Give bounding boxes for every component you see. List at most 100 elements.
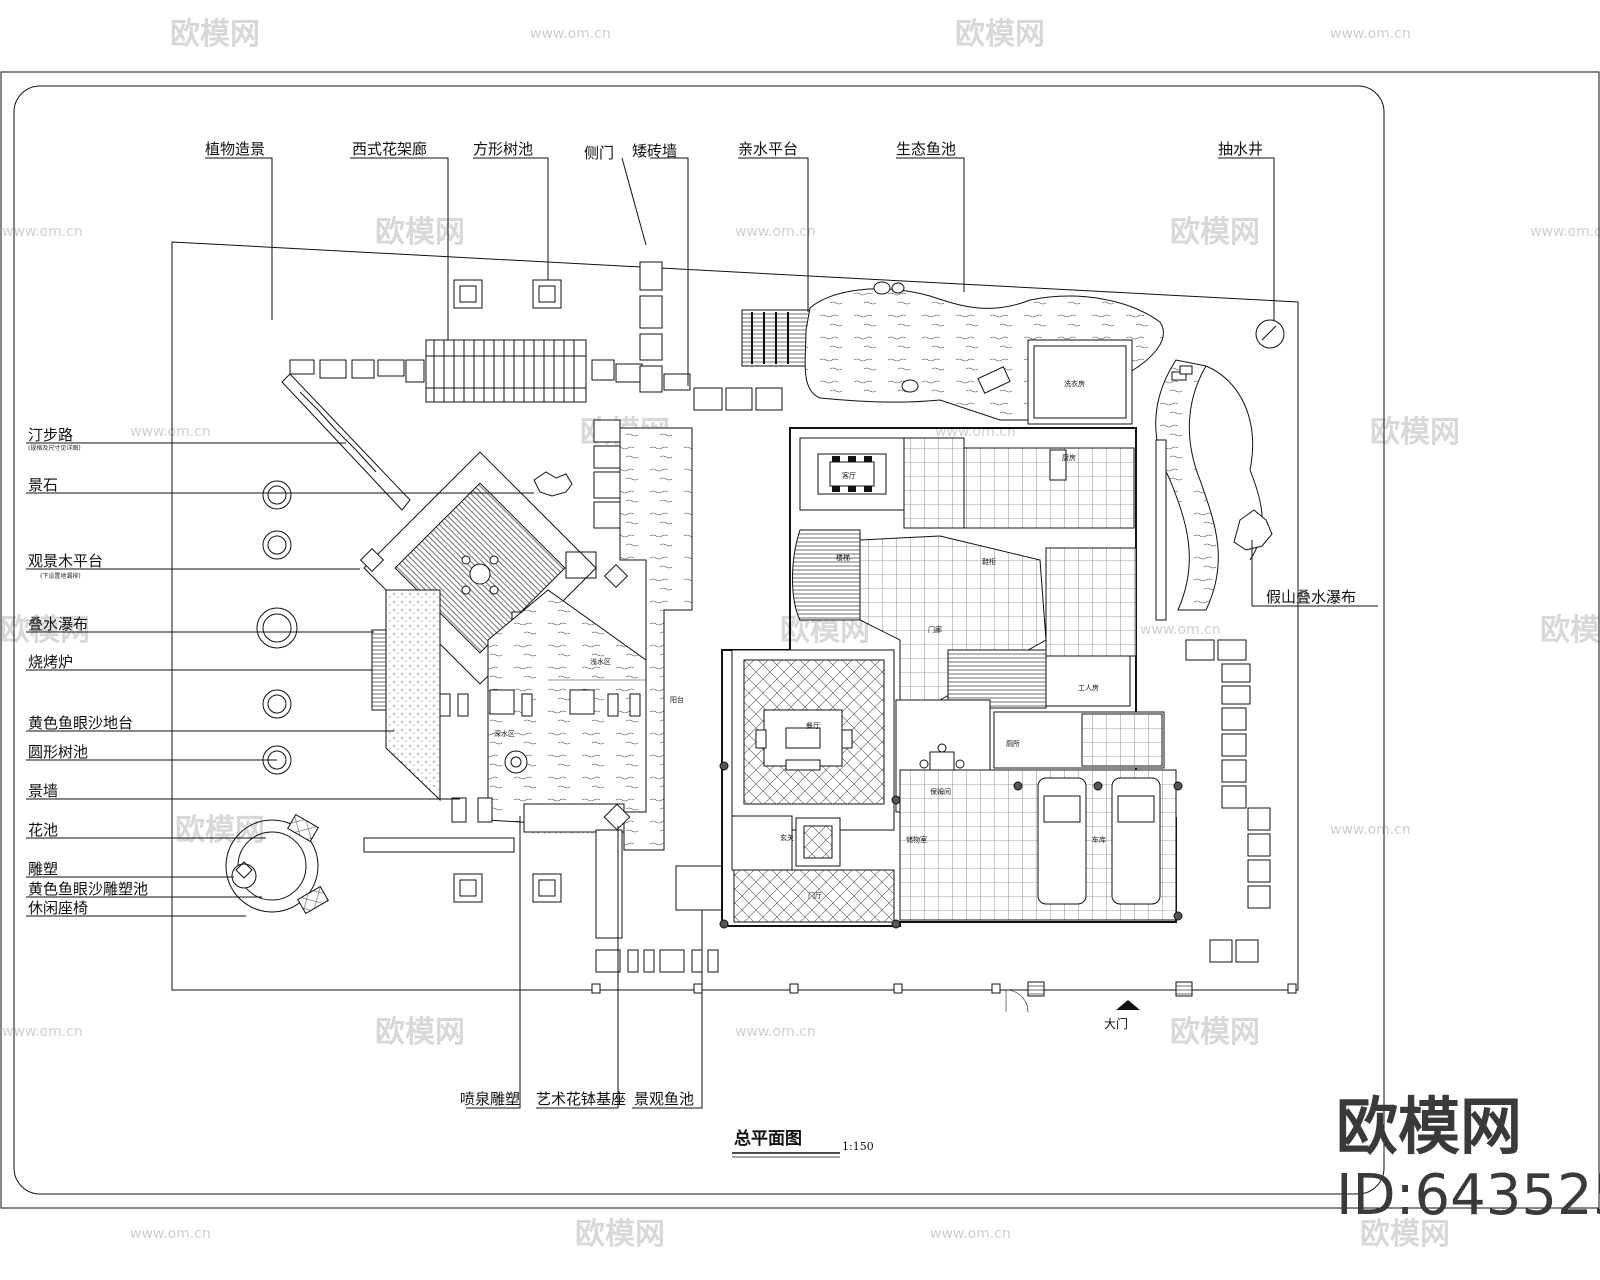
watermark-brand: 欧模网 [375, 215, 465, 250]
watermark-url: www.om.cn [1140, 622, 1221, 638]
feature-wall [363, 797, 625, 853]
room-labels: 客厅 厨房 餐厅 门厅 车库 洗衣房 工人房 厕所 门廊 鞋柜 楼梯 保姆间 浅… [494, 379, 1106, 900]
gate-arrow-icon [1116, 1000, 1140, 1010]
label-planter: 花池 [28, 821, 58, 839]
watermark-brand: 欧模网 [175, 813, 265, 848]
label-flower-urn-base: 艺术花钵基座 [536, 1090, 626, 1108]
label-bbq: 烧烤炉 [28, 653, 73, 671]
room-label: 玄关 [780, 833, 794, 842]
room-label: 餐厅 [806, 721, 820, 730]
watermark-layer: 欧模网 www.om.cn 欧模网 www.om.cn www.om.cn 欧模… [0, 17, 1600, 1252]
plan-title: 总平面图 [734, 1128, 802, 1149]
watermark-url: www.om.cn [130, 424, 211, 440]
watermark-url: www.om.cn [130, 1226, 211, 1242]
label-sculpture: 雕塑 [28, 860, 58, 878]
square-tree-pit [532, 279, 562, 309]
watermark-brand: 欧模网 [575, 1217, 665, 1252]
room-label: 车库 [1092, 835, 1106, 844]
drawing-frame [13, 85, 1385, 1195]
label-viewing-deck: 观景木平台 [28, 552, 103, 570]
watermark-url: www.om.cn [1530, 224, 1600, 240]
watermark-brand: 欧模网 [1360, 1217, 1450, 1252]
round-tree-pit [262, 689, 292, 719]
sand-terrace [385, 589, 441, 802]
label-landscape-rock: 景石 [28, 476, 58, 494]
room-label: 储物室 [906, 835, 927, 844]
servant-room [1045, 655, 1131, 707]
label-sand-terrace: 黄色鱼眼沙地台 [28, 714, 133, 732]
room-label: 门廊 [928, 625, 942, 634]
rockery [1233, 509, 1273, 551]
label-low-brick-wall: 矮砖墙 [632, 142, 677, 160]
room-label: 门厅 [808, 891, 822, 900]
brand-id: ID:643525 [1336, 1163, 1600, 1228]
label-plant-landscape: 植物造景 [205, 140, 265, 158]
label-sculpture-pool: 黄色鱼眼沙雕塑池 [28, 880, 148, 898]
label-round-tree-pit: 圆形树池 [28, 743, 88, 761]
round-tree-pit [262, 530, 292, 560]
sculpture-ring [225, 813, 329, 915]
garden-west [225, 261, 783, 973]
label-main-gate: 大门 [1104, 1016, 1128, 1031]
label-water-well: 抽水井 [1218, 140, 1263, 158]
square-tree-pit [453, 873, 483, 903]
watermark-brand: 欧模网 [1370, 415, 1460, 450]
brand-stamp: 欧模网 ID:643525 [1336, 1090, 1600, 1228]
porch [733, 869, 895, 923]
label-waterside-deck: 亲水平台 [738, 140, 798, 158]
watermark-url: www.om.cn [735, 224, 816, 240]
watermark-brand: 欧模网 [170, 17, 260, 52]
stepping-stone-path [281, 261, 783, 579]
room-label: 厨房 [1062, 453, 1076, 462]
label-feature-wall: 景墙 [28, 782, 58, 800]
sheet-border [0, 71, 1600, 1209]
leader-lines [26, 157, 1378, 1109]
garden-north [741, 281, 1285, 611]
room-label: 浅水区 [590, 657, 611, 666]
stair [792, 529, 861, 621]
room-label: 厕所 [1006, 739, 1020, 748]
room-label: 客厅 [842, 471, 856, 480]
label-fountain-sculpture: 喷泉雕塑 [460, 1090, 520, 1108]
watermark-brand: 欧模网 [0, 613, 90, 648]
room-label: 工人房 [1078, 683, 1099, 692]
car [1037, 777, 1087, 905]
watermark-url: www.om.cn [930, 1226, 1011, 1242]
label-cascade: 叠水瀑布 [28, 615, 88, 633]
flower-urn-base [603, 803, 631, 831]
watermark-brand: 欧模网 [1540, 613, 1600, 648]
sublabel-viewing-deck: (下设置地漏排) [40, 572, 81, 580]
landscape-rock [533, 471, 573, 497]
sublabel-stepping-path: (规格及尺寸见详图) [28, 444, 81, 452]
label-pergola: 西式花架廊 [352, 140, 427, 158]
water-well [1255, 319, 1285, 349]
fountain-sculpture [504, 750, 528, 774]
watermark-brand: 欧模网 [955, 17, 1045, 52]
watermark-url: www.om.cn [2, 224, 83, 240]
kitchen [963, 447, 1135, 529]
round-tree-pit [262, 480, 292, 510]
watermark-url: www.om.cn [1330, 26, 1411, 42]
label-eco-pond: 生态鱼池 [896, 140, 956, 158]
room-label: 洗衣房 [1064, 379, 1085, 388]
watermark-url: www.om.cn [735, 1024, 816, 1040]
watermark-url: www.om.cn [530, 26, 611, 42]
square-tree-pit [453, 279, 483, 309]
laundry-room [1027, 339, 1133, 425]
koi-channel [619, 427, 693, 851]
label-side-door: 侧门 [584, 144, 614, 162]
left-labels: 汀步路 (规格及尺寸见详图) 景石 观景木平台 (下设置地漏排) 叠水瀑布 烧烤… [28, 426, 148, 917]
pergola [425, 339, 587, 403]
top-labels: 植物造景 西式花架廊 方形树池 侧门 矮砖墙 亲水平台 生态鱼池 抽水井 [205, 140, 1263, 162]
square-tree-pit [532, 873, 562, 903]
room-label: 楼梯 [836, 553, 850, 562]
watermark-brand: 欧模网 [1170, 215, 1260, 250]
site-boundary [171, 241, 1299, 1013]
watermark-url: www.om.cn [1330, 822, 1411, 838]
bottom-labels: 喷泉雕塑 艺术花钵基座 景观鱼池 [460, 1090, 694, 1108]
main-gate: 大门 [1104, 1000, 1140, 1031]
car [1111, 777, 1161, 905]
room-label: 保姆间 [930, 787, 951, 796]
plan-scale: 1:150 [842, 1140, 874, 1153]
